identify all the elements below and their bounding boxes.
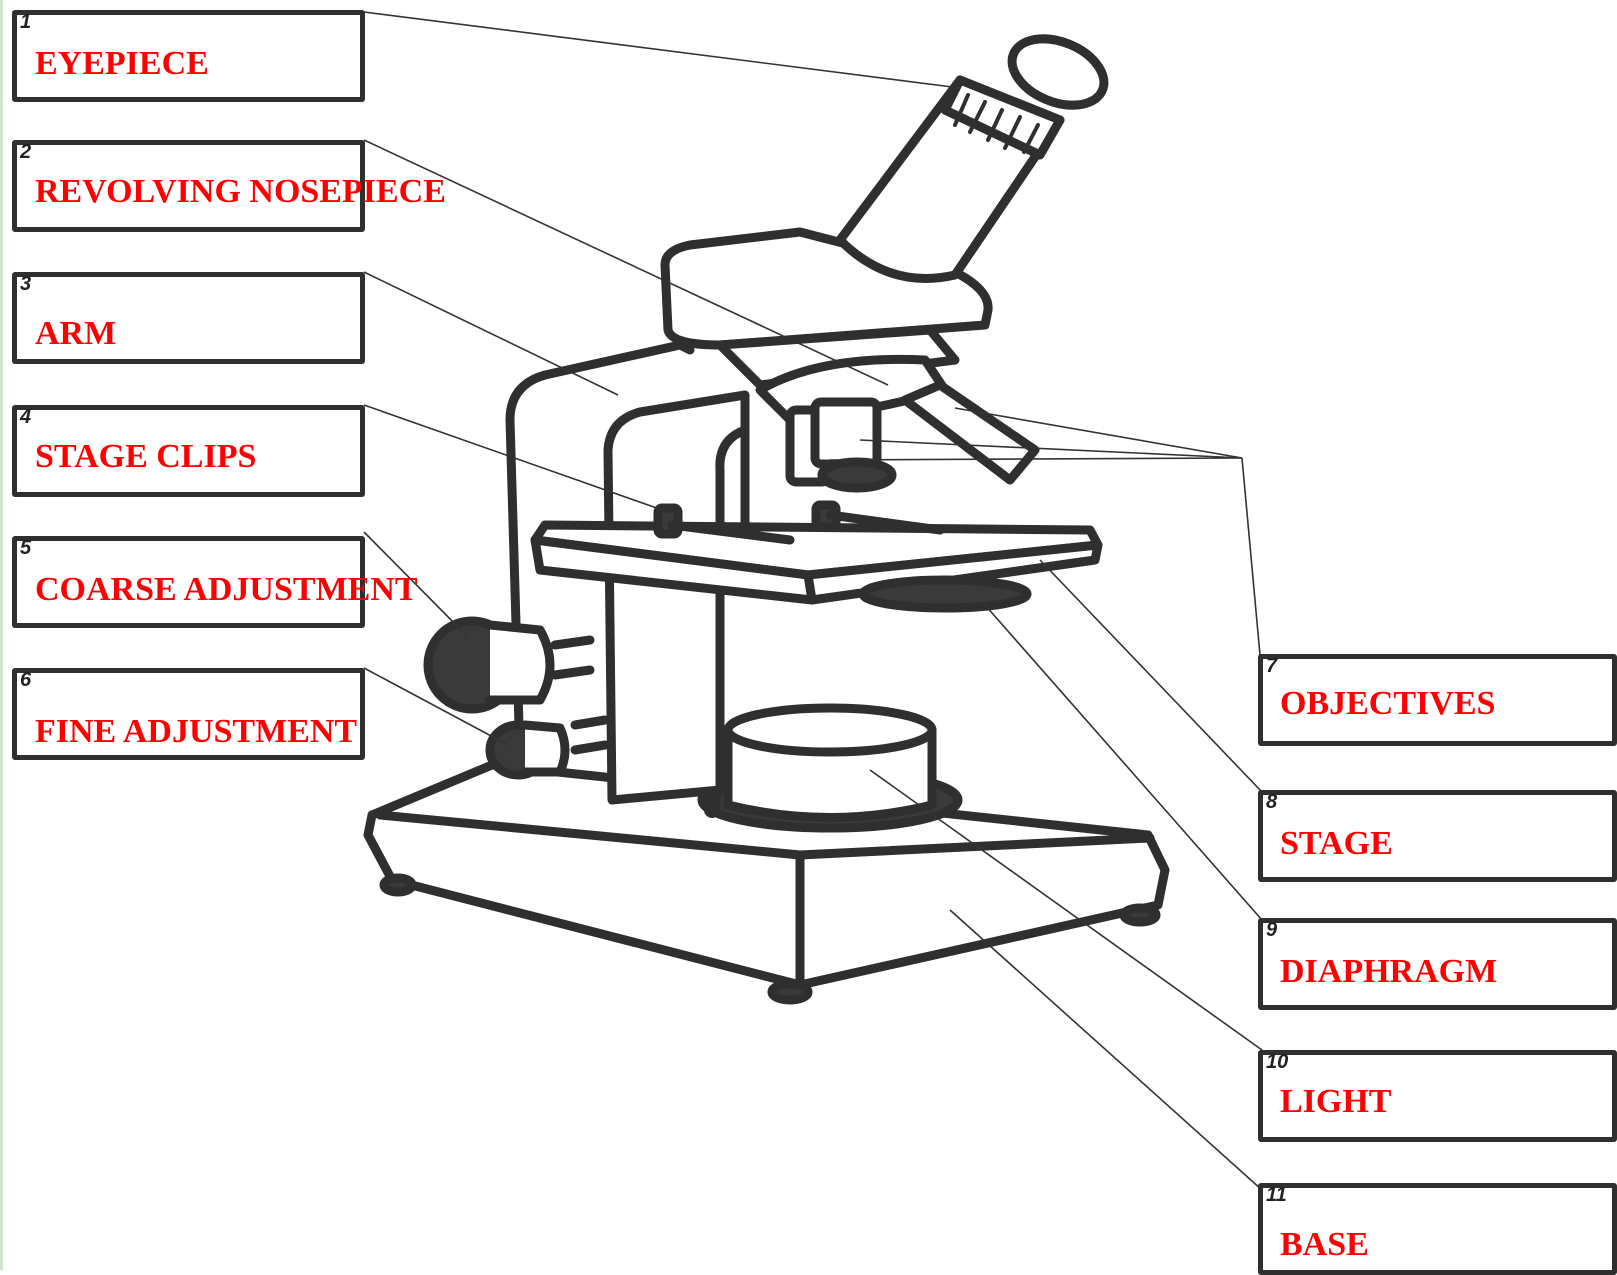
label-number: 8 [1266, 791, 1277, 814]
coarse-adjustment-barrel [490, 625, 550, 700]
diaphragm [863, 580, 1027, 608]
label-text: EYEPIECE [35, 45, 209, 83]
label-arm: 3 ARM [12, 272, 365, 364]
leader-line-objectives [830, 458, 1242, 460]
leader-line-base [950, 910, 1262, 1190]
fine-adjustment-barrel [525, 725, 565, 772]
light-top [728, 708, 932, 752]
label-text: FINE ADJUSTMENT [35, 713, 357, 751]
label-text: LIGHT [1280, 1083, 1391, 1121]
label-text: COARSE ADJUSTMENT [35, 571, 418, 609]
label-text: REVOLVING NOSEPIECE [35, 173, 446, 211]
label-stage: 8 STAGE [1258, 790, 1617, 882]
stage-side [808, 575, 812, 600]
label-objectives: 7 OBJECTIVES [1258, 654, 1617, 746]
label-text: DIAPHRAGM [1280, 953, 1497, 991]
label-revolving-nosepiece: 2 REVOLVING NOSEPIECE [12, 140, 365, 232]
leader-line-objectives [1242, 458, 1260, 655]
label-number: 10 [1266, 1051, 1288, 1074]
coarse-adjustment-rods [555, 640, 590, 675]
label-eyepiece: 1 EYEPIECE [12, 10, 365, 102]
leader-line-stage [1040, 560, 1262, 792]
label-number: 1 [20, 11, 31, 34]
label-text: ARM [35, 315, 116, 353]
leader-line-objectives [860, 440, 1242, 458]
objective [905, 385, 1035, 480]
label-text: STAGE CLIPS [35, 438, 256, 476]
leader-line-arm [364, 272, 618, 395]
label-text: OBJECTIVES [1280, 685, 1495, 723]
base-foot [384, 878, 412, 892]
objective-lens [822, 462, 892, 488]
label-number: 3 [20, 273, 31, 296]
fine-adjustment-rods [575, 720, 605, 750]
label-number: 6 [20, 669, 31, 692]
label-base: 11 BASE [1258, 1183, 1617, 1275]
objective [815, 402, 877, 464]
base-foot [1124, 908, 1156, 922]
label-number: 11 [1266, 1184, 1287, 1207]
label-coarse-adjustment: 5 COARSE ADJUSTMENT [12, 536, 365, 628]
leader-line-eyepiece [364, 12, 960, 88]
label-stage-clips: 4 STAGE CLIPS [12, 405, 365, 497]
base-foot [772, 984, 808, 1000]
label-diaphragm: 9 DIAPHRAGM [1258, 918, 1617, 1010]
label-text: BASE [1280, 1226, 1369, 1264]
label-number: 7 [1266, 655, 1277, 678]
label-fine-adjustment: 6 FINE ADJUSTMENT [12, 668, 365, 760]
label-number: 5 [20, 537, 31, 560]
label-number: 9 [1266, 919, 1277, 942]
label-text: STAGE [1280, 825, 1393, 863]
label-light: 10 LIGHT [1258, 1050, 1617, 1142]
label-number: 2 [20, 141, 31, 164]
label-number: 4 [20, 406, 31, 429]
